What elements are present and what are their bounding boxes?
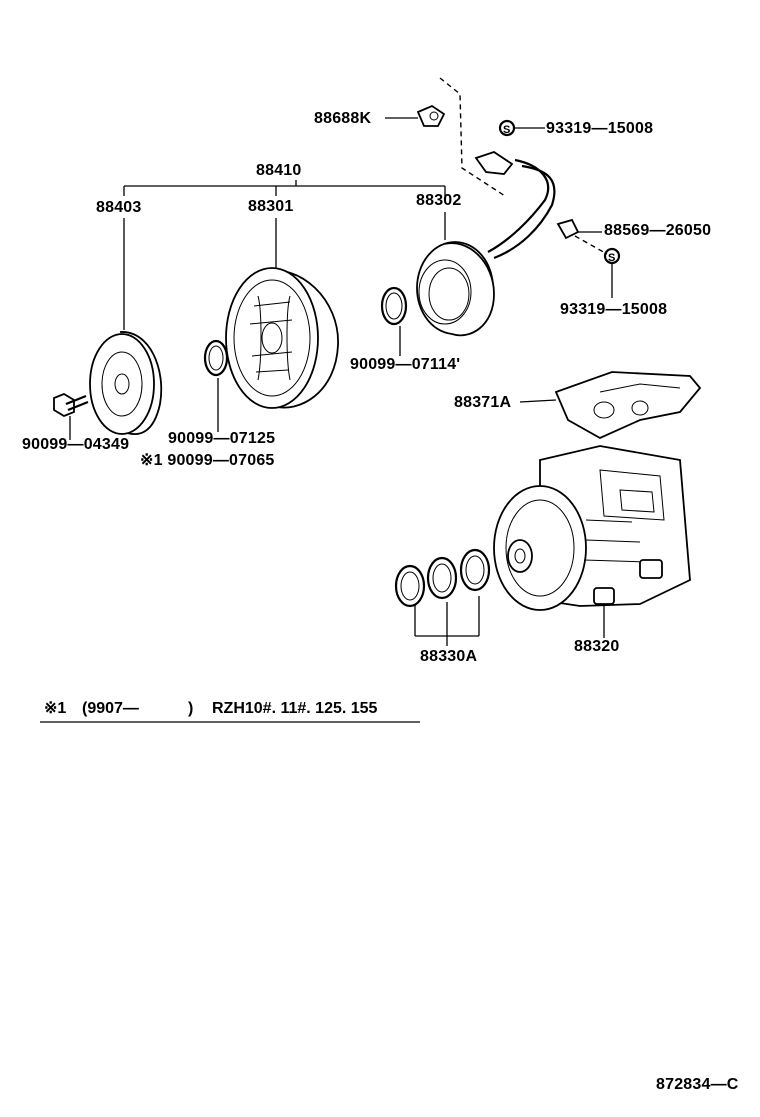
label-88330A: 88330A <box>420 648 478 665</box>
leader-lines <box>69 117 613 646</box>
snap-ring-90099-07114 <box>380 286 408 326</box>
field-coil-88302 <box>416 241 495 337</box>
coil-wire-harness <box>474 151 580 260</box>
pressure-plate-88403 <box>89 331 163 435</box>
label-90099-07065: ※1 90099—07065 <box>140 452 275 469</box>
svg-text:S: S <box>608 252 615 264</box>
label-93319-15008-top: 93319—15008 <box>546 120 654 137</box>
label-90099-07114: 90099—07114' <box>350 356 461 373</box>
note-mark: ※1 <box>44 700 67 717</box>
label-90099-07125: 90099—07125 <box>168 430 276 447</box>
label-88371A: 88371A <box>454 394 512 411</box>
label-90099-04349: 90099—04349 <box>22 436 130 453</box>
snap-ring-90099-07125 <box>203 339 229 377</box>
diagram-code: 872834—C <box>656 1076 739 1093</box>
label-88302: 88302 <box>416 192 462 209</box>
pulley-88301 <box>225 267 339 409</box>
note-range: (9907— <box>82 700 139 717</box>
label-93319-15008-bottom: 93319—15008 <box>560 301 668 318</box>
label-88688K: 88688K <box>314 110 372 127</box>
s-marker-icon: S <box>498 119 516 137</box>
label-88320: 88320 <box>574 638 620 655</box>
compressor-88320 <box>493 445 691 611</box>
o-rings-88330A <box>394 548 491 608</box>
bolt-90099-04349 <box>53 392 89 418</box>
note-range-end: ) <box>188 700 194 717</box>
note-models: RZH10#. 11#. 125. 155 <box>212 700 378 717</box>
label-88410: 88410 <box>256 162 302 179</box>
label-88403: 88403 <box>96 199 142 216</box>
bracket-88371A <box>554 371 702 440</box>
label-88569-26050: 88569—26050 <box>604 222 712 239</box>
assembly-bracket-88410 <box>123 180 446 196</box>
svg-text:S: S <box>503 124 510 136</box>
label-88301: 88301 <box>248 198 294 215</box>
s-marker-icon: S <box>603 247 621 265</box>
sensor-88688K <box>416 77 506 197</box>
